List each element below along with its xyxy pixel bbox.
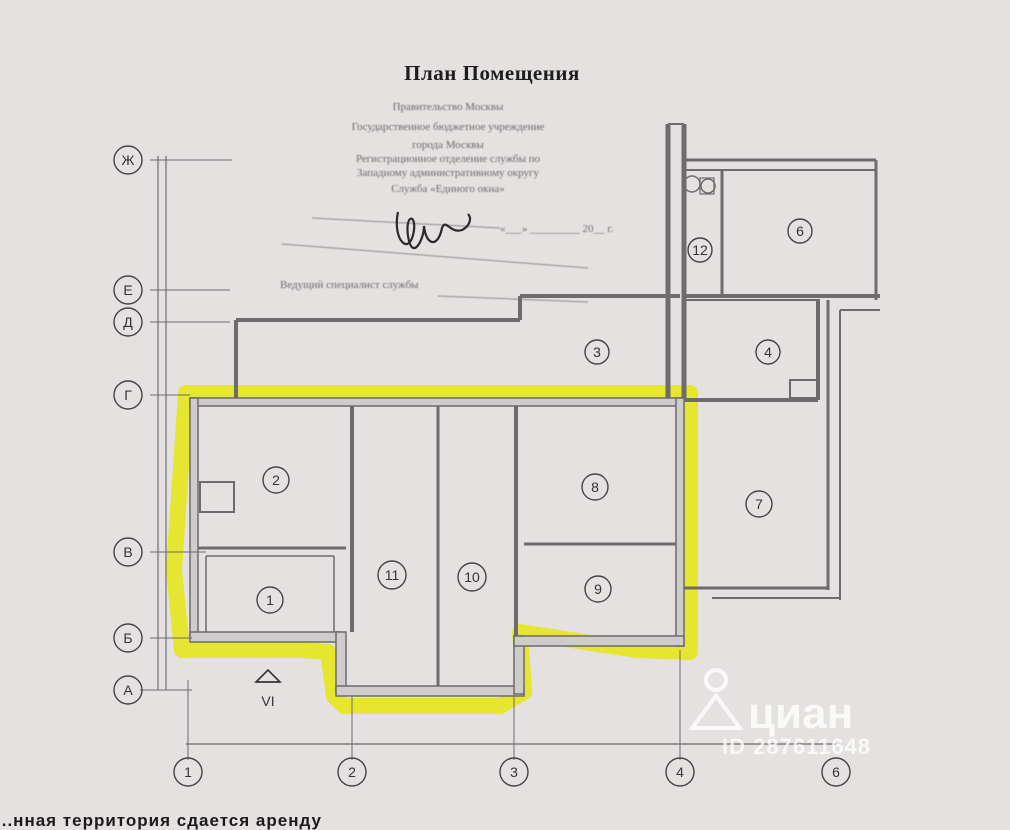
section-marker: VI	[254, 668, 282, 709]
row-axis-6: Б	[113, 623, 143, 653]
stamp-line-3: города Москвы	[412, 139, 484, 151]
column-axis-markers: 1 2 3 4 6	[173, 757, 851, 787]
watermark-id: ID 287611648	[722, 734, 871, 759]
col-axis-1-circle	[173, 757, 203, 787]
col-axis-5: 6	[821, 757, 851, 787]
col-axis-2-circle	[337, 757, 367, 787]
room-7-circle	[745, 490, 773, 518]
room-8: 8	[581, 473, 609, 501]
row-axis-4-circle	[113, 380, 143, 410]
stamp-footnote: Ведущий специалист службы	[280, 279, 419, 291]
room-11-label: 11	[385, 567, 400, 583]
plan-walls	[140, 123, 880, 760]
room-8-circle	[581, 473, 609, 501]
room-2-circle	[262, 466, 290, 494]
room-1: 1	[256, 586, 284, 614]
room-4-label: 4	[764, 344, 772, 360]
location-pin-icon	[688, 668, 744, 730]
row-axis-6-label: Б	[123, 630, 132, 646]
row-axis-5-circle	[113, 537, 143, 567]
row-axis-1-circle	[113, 145, 143, 175]
room-11-circle	[377, 560, 407, 590]
room-12-circle	[687, 237, 713, 263]
room-7-label: 7	[755, 496, 763, 512]
room-4-circle	[755, 339, 781, 365]
room-9-circle	[584, 575, 612, 603]
row-axis-7: А	[113, 675, 143, 705]
col-axis-3-label: 3	[510, 764, 518, 780]
room-12-label: 12	[692, 242, 708, 258]
col-axis-4-label: 4	[676, 764, 684, 780]
col-axis-1-label: 1	[184, 764, 192, 780]
col-axis-2-label: 2	[348, 764, 356, 780]
col-axis-3: 3	[499, 757, 529, 787]
room-7: 7	[745, 490, 773, 518]
room-6-label: 6	[796, 223, 804, 239]
cian-watermark: циан ID 287611648	[688, 668, 871, 759]
col-axis-3-circle	[499, 757, 529, 787]
signature-mark	[395, 211, 472, 250]
row-axis-3: Д	[113, 307, 143, 337]
stamp-line-1: Правительство Москвы	[393, 101, 504, 113]
room-3: 3	[584, 339, 610, 365]
room-6-circle	[787, 218, 813, 244]
room-8-label: 8	[591, 479, 599, 495]
room-10-circle	[457, 562, 487, 592]
room-9: 9	[584, 575, 612, 603]
row-axis-2-circle	[113, 275, 143, 305]
room-4: 4	[755, 339, 781, 365]
stamp-line-2: Государственное бюджетное учреждение	[352, 121, 545, 133]
room-6: 6	[787, 218, 813, 244]
col-axis-5-circle	[821, 757, 851, 787]
room-11: 11	[377, 560, 407, 590]
room-2: 2	[262, 466, 290, 494]
row-axis-2: Е	[113, 275, 143, 305]
highlight-outline	[166, 385, 698, 714]
row-axis-1: Ж	[113, 145, 143, 175]
room-2-label: 2	[272, 472, 280, 488]
stamp-date: «___» _________ 20__ г.	[500, 223, 614, 235]
room-3-label: 3	[593, 344, 601, 360]
row-axis-4: Г	[113, 380, 143, 410]
stamp-line-5: Западному административному округу	[357, 167, 540, 179]
row-axis-5: В	[113, 537, 143, 567]
room-10: 10	[457, 562, 487, 592]
watermark-brand: циан	[748, 689, 853, 738]
room-12: 12	[687, 237, 713, 263]
col-axis-1: 1	[173, 757, 203, 787]
stamp-line-6: Служба «Единого окна»	[391, 183, 505, 195]
footer-text: ...нная территория сдается аренду	[0, 811, 322, 830]
section-marker-label: VI	[261, 693, 274, 709]
row-axis-2-label: Е	[123, 282, 132, 298]
plan-title: План Помещения	[404, 61, 580, 85]
row-axis-6-circle	[113, 623, 143, 653]
room-1-label: 1	[266, 592, 274, 608]
row-axis-1-label: Ж	[122, 152, 135, 168]
col-axis-2: 2	[337, 757, 367, 787]
room-9-label: 9	[594, 581, 602, 597]
col-axis-4: 4	[665, 757, 695, 787]
row-axis-4-label: Г	[124, 387, 132, 403]
stamp-line-4: Регистрационное отделение службы по	[356, 153, 541, 165]
col-axis-4-circle	[665, 757, 695, 787]
row-axis-5-label: В	[123, 544, 132, 560]
room-3-circle	[584, 339, 610, 365]
row-axis-7-circle	[113, 675, 143, 705]
row-axis-3-circle	[113, 307, 143, 337]
row-axis-7-label: А	[123, 682, 133, 698]
room-10-label: 10	[464, 569, 480, 585]
col-axis-5-label: 6	[832, 764, 840, 780]
room-1-circle	[256, 586, 284, 614]
row-axis-markers: Ж ЕД Г В Б А	[113, 145, 143, 705]
approval-stamp: Правительство Москвы Государственное бюд…	[280, 101, 614, 303]
row-axis-3-label: Д	[123, 314, 133, 330]
